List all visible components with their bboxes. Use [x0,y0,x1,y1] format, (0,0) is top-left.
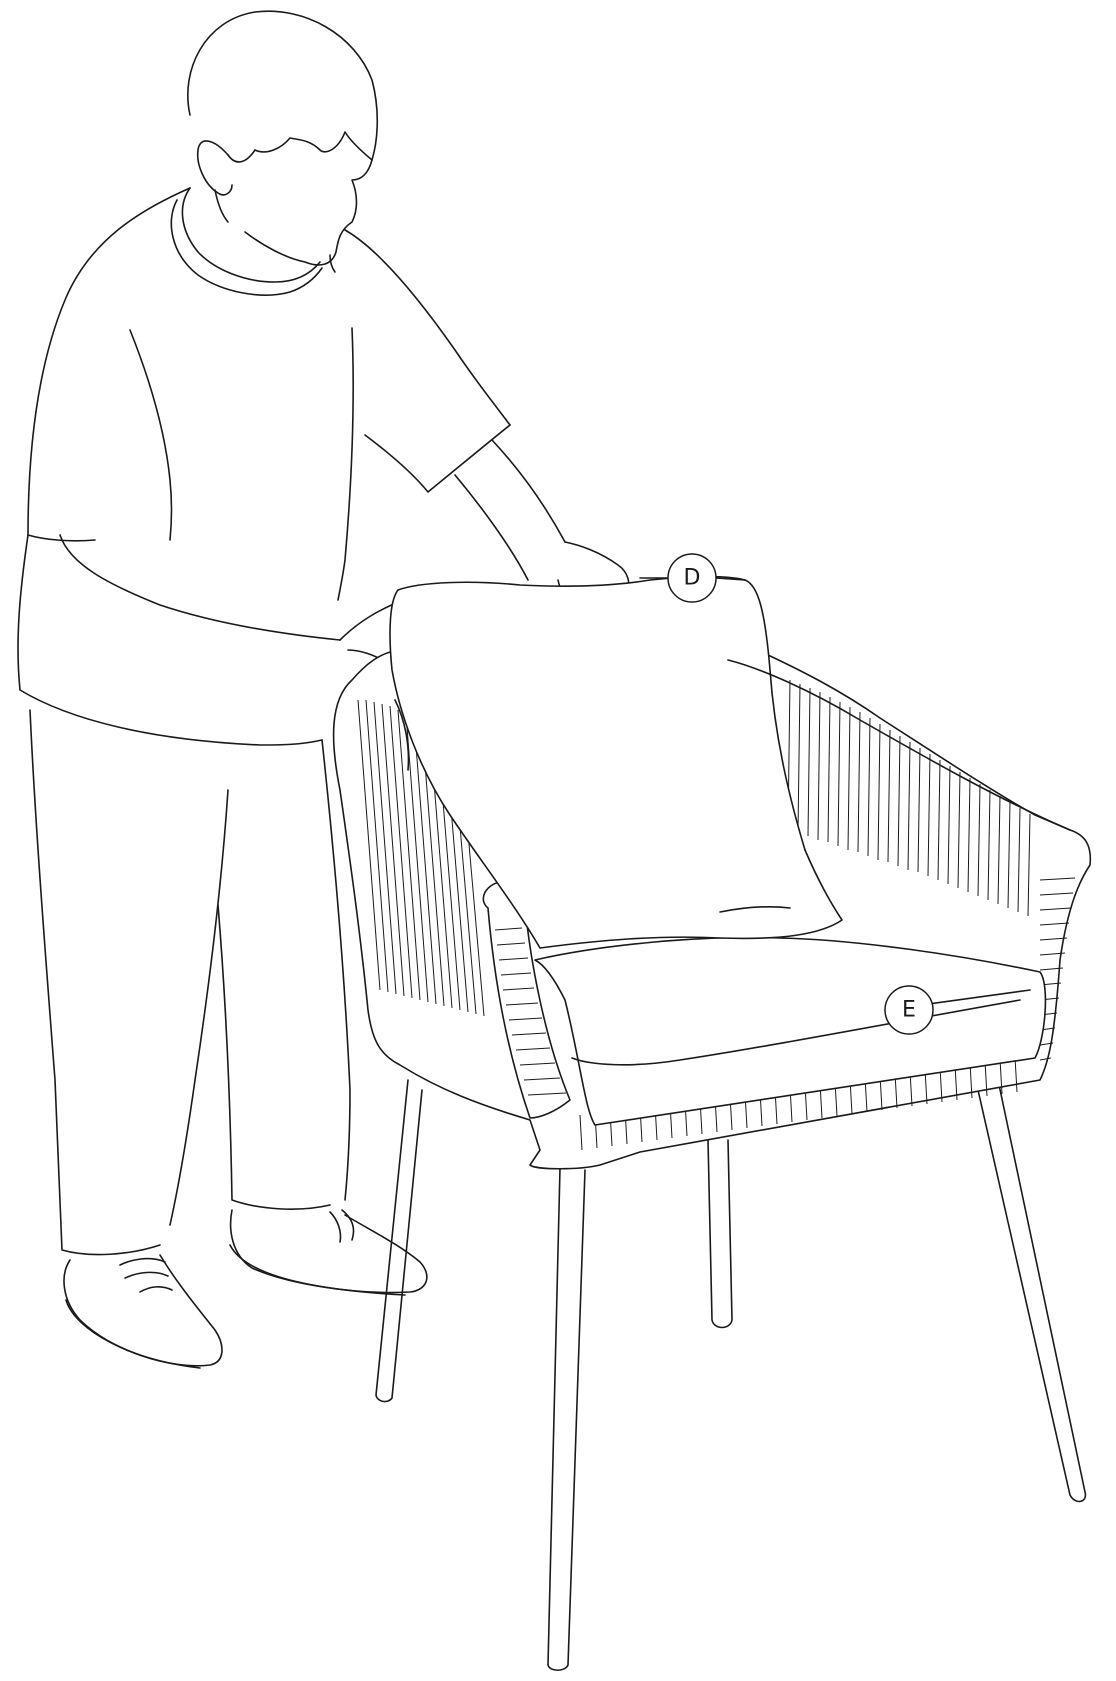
callout-d-label: D [684,566,701,591]
chair-leg-back-left [376,1080,422,1402]
chair [334,577,1091,1671]
chair-leg-front-right [978,1080,1085,1501]
person-shirt-fold [130,330,172,540]
person-torso-front [338,328,353,600]
callout-e-label: E [902,998,916,1023]
person-left-shoe-sole [66,1300,200,1368]
person-ear [198,141,232,195]
person-left-forearm [60,535,340,640]
person-shirt-right [345,230,510,425]
person-right-shoe [231,1210,427,1293]
chair-leg-front-left [548,1168,585,1670]
person-face [245,160,372,265]
person-pants-right-inner [218,905,330,1209]
person-left-laces [120,1259,172,1292]
person-collar [182,188,320,282]
person-left-shoe [64,1255,222,1366]
person-pants-left [30,710,160,1255]
person-right-laces [330,1210,354,1242]
person-shirt-left [28,188,190,535]
person-hair [188,11,377,162]
chair-leg-back-right [708,1140,732,1328]
person-pants-inner [170,790,228,1225]
person-left-arm [18,535,322,745]
person-right-sleeve [365,425,510,492]
person-right-arm [492,440,565,542]
person-right-arm-inner [455,475,528,580]
